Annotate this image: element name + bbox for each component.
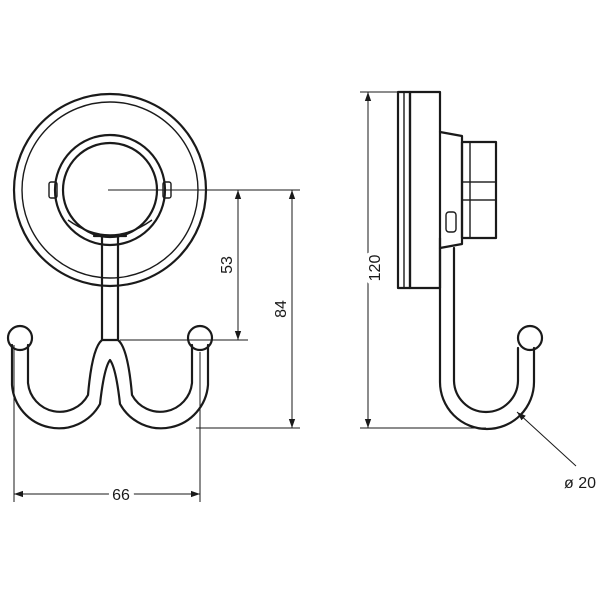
dim-label-84: 84 xyxy=(273,300,290,318)
dim-label-diameter: ø 20 xyxy=(564,475,596,492)
side-dimensions: 120 ø 20 xyxy=(360,91,596,492)
cap-lug-side xyxy=(445,211,457,233)
side-view xyxy=(396,90,544,431)
suction-plate-body xyxy=(408,90,442,290)
double-hook-outer xyxy=(10,343,210,430)
side-hook-outer xyxy=(438,236,536,431)
front-view xyxy=(6,92,214,430)
cap-grip xyxy=(67,219,153,236)
leader-line-diameter xyxy=(516,411,577,467)
dim-label-66: 66 xyxy=(112,487,130,504)
dim-label-53: 53 xyxy=(219,256,236,274)
hook-end-ball-right xyxy=(186,324,214,352)
dim-label-120: 120 xyxy=(367,255,384,282)
hook-end-ball-left xyxy=(6,324,34,352)
hook-stem xyxy=(100,234,120,342)
cap-block xyxy=(438,130,464,250)
side-hook-end-ball xyxy=(516,324,544,352)
cap-lug-left xyxy=(48,181,58,199)
cap-knob xyxy=(460,140,498,240)
double-hook-inner xyxy=(26,338,194,413)
front-dimensions: 53 84 66 xyxy=(13,189,300,508)
cap-knob-slot xyxy=(461,181,497,201)
side-hook-inner xyxy=(452,246,520,414)
